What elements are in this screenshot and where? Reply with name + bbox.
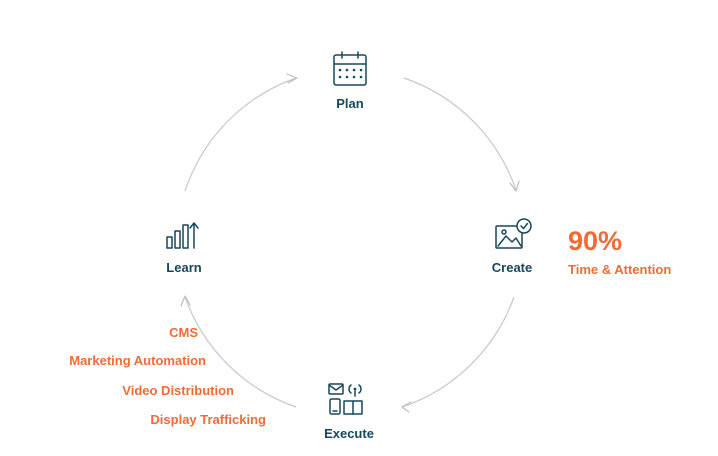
arc-plan-to-create	[403, 77, 517, 191]
tool-item-marketing-automation: Marketing Automation	[69, 353, 206, 368]
arc-create-to-execute	[401, 296, 515, 408]
tool-item-cms: CMS	[169, 325, 198, 340]
create-label: Create	[491, 260, 533, 275]
arrowhead-execute-to-learn	[180, 295, 191, 307]
arrowhead-create-to-execute	[401, 401, 412, 413]
arc-learn-to-plan	[184, 77, 297, 192]
learn-label: Learn	[166, 260, 202, 275]
arc-execute-to-learn	[184, 296, 297, 408]
tool-item-display-trafficking: Display Trafficking	[150, 412, 266, 427]
tool-item-video-distribution: Video Distribution	[122, 383, 234, 398]
calendar-icon	[333, 51, 367, 86]
image-check-icon	[495, 218, 532, 249]
channels-icon	[328, 383, 363, 415]
arrowhead-plan-to-create	[509, 180, 520, 192]
arrowhead-learn-to-plan	[286, 73, 298, 84]
execute-label: Execute	[324, 426, 374, 441]
create-stat-value: 90%	[568, 226, 623, 256]
bar-chart-icon	[166, 222, 199, 249]
create-stat-label: Time & Attention	[568, 262, 672, 277]
plan-label: Plan	[336, 96, 364, 111]
